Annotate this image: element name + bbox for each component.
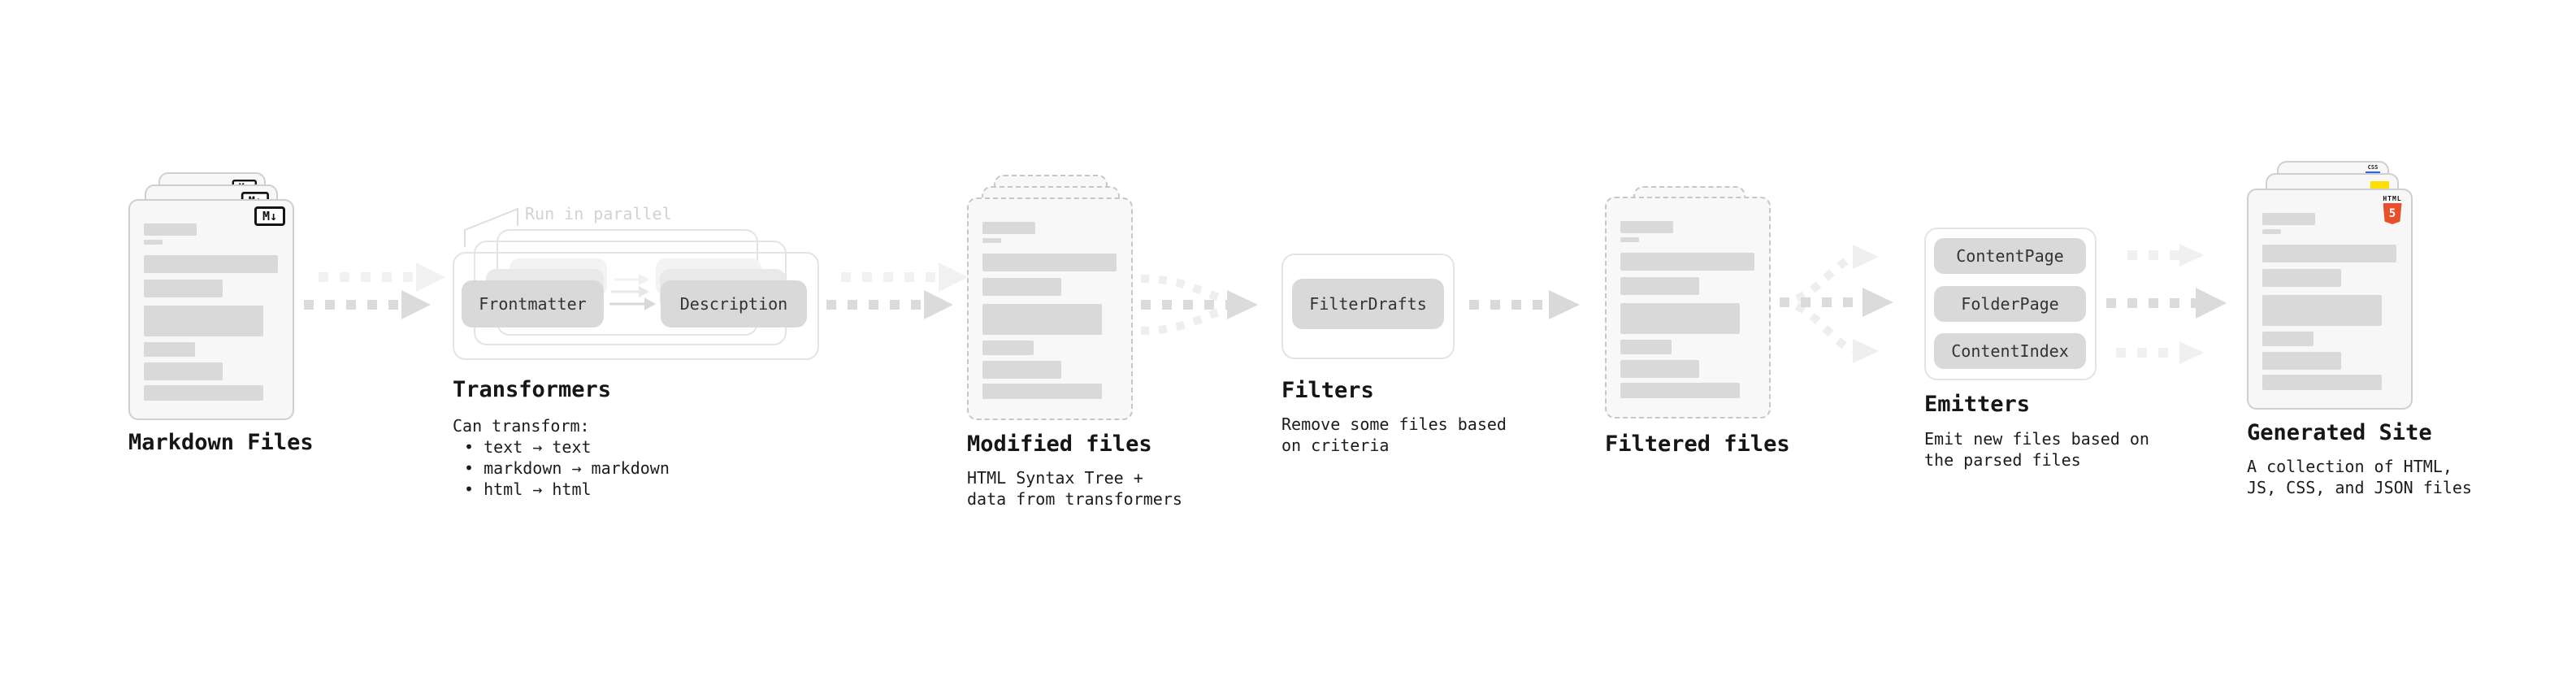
node-label: Filters [1281, 378, 1374, 403]
document-content [2262, 213, 2396, 390]
skeleton-line [982, 340, 1034, 355]
flow-arrow-filters-to-filtered [1469, 290, 1580, 319]
markdown-badge-icon: M↓ [254, 206, 285, 226]
skeleton-line [144, 362, 223, 380]
flow-arrows-emitters-to-site [2106, 244, 2227, 364]
skeleton-line [2262, 295, 2382, 326]
document-icon: HTML 5 [2247, 189, 2413, 410]
skeleton-line [1620, 277, 1699, 295]
skeleton-line [144, 280, 223, 297]
node-description: HTML Syntax Tree + data from transformer… [967, 467, 1182, 510]
document-icon [967, 197, 1133, 420]
node-description: A collection of HTML, JS, CSS, and JSON … [2247, 456, 2472, 498]
css-badge-label: CSS [2367, 164, 2379, 171]
skeleton-line [144, 385, 263, 401]
document-icon: M↓ [128, 199, 294, 420]
html5-badge-icon: HTML 5 [2382, 195, 2403, 224]
node-label: Transformers [453, 377, 612, 402]
skeleton-line [1620, 360, 1699, 378]
flow-arrow-converging-to-filters [1140, 275, 1258, 335]
skeleton-line [1620, 237, 1639, 242]
skeleton-line [144, 342, 195, 357]
filterdrafts-button: FilterDrafts [1292, 279, 1444, 329]
document-content [144, 223, 278, 401]
run-in-parallel-annotation: Run in parallel [525, 204, 672, 223]
contentindex-emitter-button: ContentIndex [1934, 333, 2086, 369]
skeleton-line [982, 254, 1117, 271]
skeleton-line [2262, 269, 2341, 287]
skeleton-line [2262, 213, 2315, 225]
description-line: Emit new files based on [1924, 429, 2149, 449]
description-line: A collection of HTML, [2247, 457, 2452, 476]
skeleton-line [144, 240, 163, 245]
skeleton-line [982, 361, 1061, 379]
skeleton-line [2262, 375, 2382, 390]
description-line: JS, CSS, and JSON files [2247, 478, 2472, 497]
skeleton-line [2262, 332, 2314, 346]
skeleton-line [982, 304, 1102, 335]
node-label: Filtered files [1605, 432, 1790, 457]
flow-arrow-markdown-to-transformers [304, 262, 445, 319]
skeleton-line [982, 222, 1035, 234]
frontmatter-transformer-button: Frontmatter [462, 280, 604, 327]
document-content [982, 222, 1117, 399]
node-description: Emit new files based on the parsed files [1924, 428, 2149, 471]
description-line: • text → text [464, 437, 592, 457]
description-transformer-button: Description [661, 280, 807, 327]
description-line: Remove some files based [1281, 414, 1507, 434]
description-line: • html → html [464, 479, 592, 499]
skeleton-line [144, 223, 197, 236]
description-line: Can transform: [453, 416, 590, 436]
node-label: Generated Site [2247, 420, 2432, 445]
contentpage-emitter-button: ContentPage [1934, 238, 2086, 274]
skeleton-line [144, 255, 278, 273]
skeleton-line [2262, 229, 2281, 234]
html5-badge-title: HTML [2383, 195, 2402, 202]
skeleton-line [1620, 253, 1754, 271]
skeleton-line [1620, 383, 1740, 398]
skeleton-line [1620, 221, 1673, 233]
description-line: HTML Syntax Tree + [967, 468, 1143, 488]
document-icon [1605, 197, 1771, 419]
skeleton-line [982, 278, 1061, 296]
skeleton-line [1620, 303, 1740, 334]
skeleton-line [2262, 352, 2341, 370]
node-description: Can transform: • text → text • markdown … [453, 415, 670, 500]
skeleton-line [982, 238, 1001, 243]
node-label: Emitters [1924, 392, 2031, 417]
folderpage-emitter-button: FolderPage [1934, 286, 2086, 322]
flow-arrow-diverging-to-emitters [1779, 245, 1893, 363]
description-line: on criteria [1281, 436, 1390, 455]
description-line: data from transformers [967, 489, 1182, 509]
html5-badge-number: 5 [2388, 207, 2396, 220]
skeleton-line [2262, 245, 2396, 262]
transformer-layer-box [453, 252, 819, 360]
flow-arrow-transformers-to-modified [826, 262, 968, 319]
description-line: the parsed files [1924, 450, 2081, 470]
document-content [1620, 221, 1754, 398]
skeleton-line [982, 384, 1102, 399]
skeleton-line [144, 306, 263, 336]
node-description: Remove some files based on criteria [1281, 414, 1507, 456]
skeleton-line [1620, 340, 1672, 354]
node-label: Modified files [967, 432, 1152, 457]
description-line: • markdown → markdown [464, 458, 670, 478]
node-label: Markdown Files [128, 430, 314, 455]
